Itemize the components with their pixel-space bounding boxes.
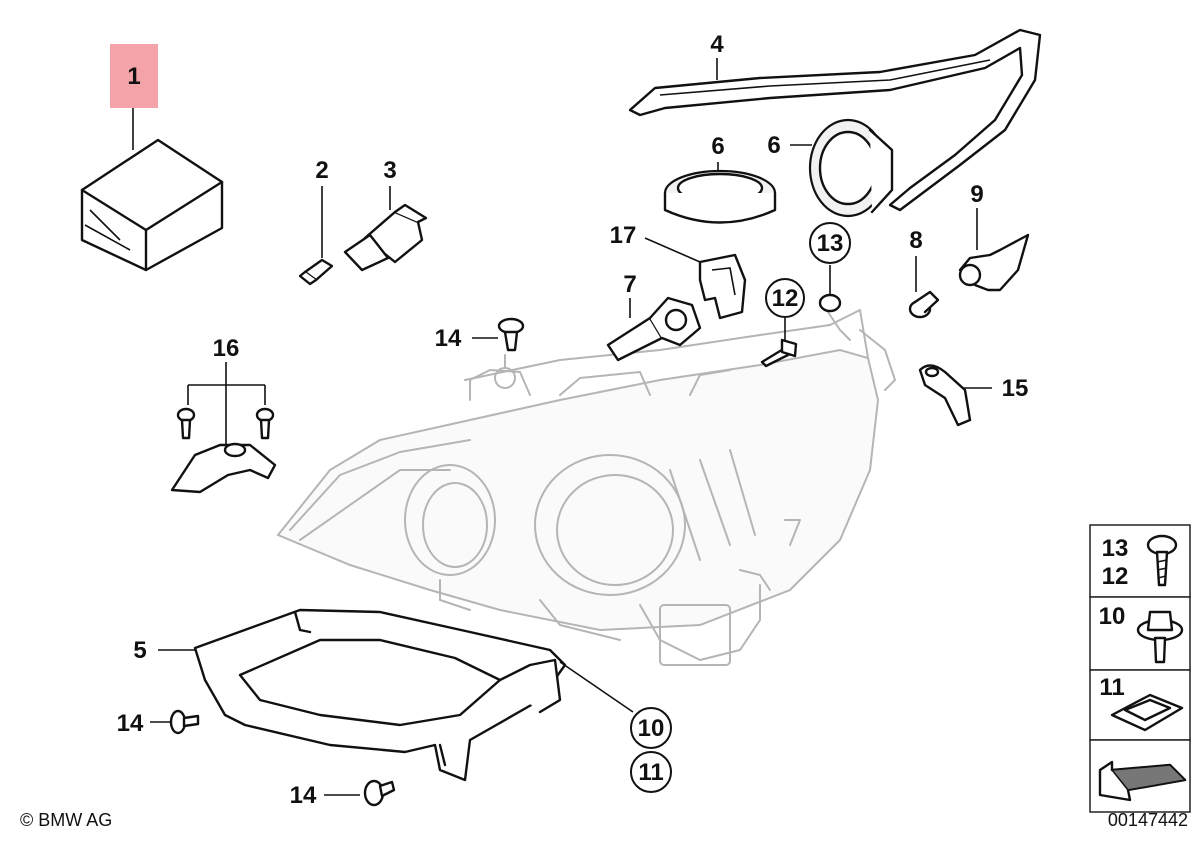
callout-15: 15: [1002, 375, 1029, 402]
part-12-screw[interactable]: [760, 318, 798, 368]
part-7-bulb[interactable]: [606, 296, 702, 362]
part-16-bracket[interactable]: [170, 362, 277, 494]
callout-2: 2: [315, 157, 328, 184]
callout-6-left: 6: [711, 133, 724, 160]
callout-3: 3: [383, 157, 396, 184]
callout-6-right: 6: [767, 132, 780, 159]
legend-nut-icon: [1136, 610, 1184, 664]
part-3-socket[interactable]: [343, 186, 428, 272]
callout-11: 11: [638, 759, 663, 786]
part-14-screw-bottom[interactable]: [324, 779, 396, 807]
part-6-ring-left[interactable]: [663, 162, 777, 224]
copyright-text: © BMW AG: [20, 810, 112, 830]
callout-10-circle: 10: [630, 707, 672, 749]
callout-17: 17: [610, 222, 637, 249]
part-9-socket[interactable]: [958, 208, 1030, 292]
callout-highlight: [110, 44, 158, 108]
callout-14-top: 14: [435, 325, 462, 352]
callout-1: 1: [127, 63, 140, 90]
legend-label-11: 11: [1099, 674, 1124, 701]
part-14-screw-top[interactable]: [472, 317, 525, 352]
callout-14-bottom: 14: [290, 782, 317, 809]
callout-7: 7: [623, 271, 636, 298]
headlight-housing-outline: [276, 299, 896, 666]
part-14-screw-left[interactable]: [150, 709, 200, 735]
part-8-bulb[interactable]: [908, 256, 940, 319]
legend-clip-icon: [1110, 693, 1184, 732]
legend-label-12: 12: [1102, 563, 1129, 590]
legend-label-10: 10: [1099, 603, 1126, 630]
part-15-bracket[interactable]: [918, 364, 992, 427]
callout-14-left: 14: [117, 710, 144, 737]
callout-13: 13: [817, 230, 844, 257]
part-5-frame[interactable]: [158, 608, 567, 782]
part-4-gasket[interactable]: [628, 28, 1042, 212]
callout-9: 9: [970, 181, 983, 208]
legend-screw-icon: [1146, 534, 1178, 587]
callout-16: 16: [213, 335, 240, 362]
callout-8: 8: [909, 227, 922, 254]
callout-5: 5: [133, 637, 146, 664]
part-6-ring-right[interactable]: [790, 118, 894, 218]
callout-11-circle: 11: [630, 751, 672, 793]
callout-12: 12: [772, 285, 799, 312]
callout-10: 10: [638, 715, 665, 742]
legend-cell-screw: [1089, 524, 1191, 598]
part-1-box[interactable]: [80, 44, 224, 272]
callout-12-circle: 12: [765, 278, 805, 318]
hardware-legend: 13 12 10 11: [1089, 524, 1191, 813]
callout-13-circle: 13: [809, 222, 851, 264]
callout-4: 4: [710, 31, 724, 58]
part-2-bulb[interactable]: [298, 186, 334, 286]
callout-labels: 1 2 3 4 5 6 6 7 8 9 14 15 16 17 14 14: [117, 31, 1029, 809]
part-13-grommet[interactable]: [818, 265, 842, 313]
diagram-number: 00147442: [1108, 810, 1188, 830]
leader-10-11: [559, 661, 634, 713]
legend-arrow-icon: [1098, 760, 1187, 802]
legend-label-13: 13: [1102, 535, 1129, 562]
part-17-clip[interactable]: [644, 237, 747, 320]
